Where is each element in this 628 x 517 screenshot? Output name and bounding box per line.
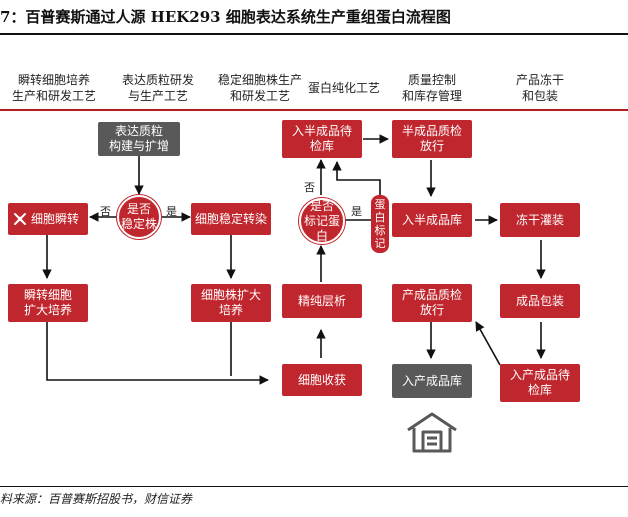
column-header-transient: 瞬转细胞培养 生产和研发工艺: [11, 73, 96, 103]
warehouse-icon: [407, 412, 457, 453]
figure-title: 7：百普赛斯通过人源 HEK293 细胞表达系统生产重组蛋白流程图: [0, 8, 451, 26]
node-lyo: 冻干灌装: [500, 203, 580, 237]
column-header-plasmid: 表达质粒研发 与生产工艺: [121, 73, 194, 103]
header-divider: [0, 109, 628, 111]
node-stable-decision: 是否 稳定株: [117, 195, 161, 239]
node-final-store-label: 入产成品库: [401, 373, 462, 388]
node-plasmid: 表达质粒 构建与扩增: [98, 122, 180, 156]
arrow-tag-to-wait: [332, 161, 381, 195]
node-transient-expand: 瞬转细胞 扩大培养: [8, 284, 88, 322]
node-plasmid-label: 表达质粒 构建与扩增: [108, 124, 169, 153]
node-final-qc-label: 产成品质检 放行: [401, 288, 462, 317]
node-pack-label: 成品包装: [515, 293, 564, 308]
column-header-packaging: 产品冻干 和包装: [515, 73, 564, 103]
arrow-wait-to-finalqc: [475, 321, 501, 366]
node-tag-decision: 是否 标记蛋白: [299, 198, 345, 244]
edge-label-no-left: 否: [100, 205, 111, 218]
node-lyo-label: 冻干灌装: [515, 212, 564, 227]
node-tag-label: 蛋 白 标 记: [371, 195, 389, 253]
node-final-wait: 入产成品待 检库: [500, 364, 580, 402]
column-header-qc: 质量控制 和库存管理: [401, 73, 462, 103]
arrow-transient-harvest: [46, 322, 269, 385]
node-tag-label-text: 蛋 白 标 记: [374, 198, 386, 250]
node-harvest-label: 细胞收获: [297, 372, 346, 387]
node-stable-transfect-label: 细胞稳定转染: [194, 211, 267, 226]
bottom-rule: [0, 486, 628, 487]
node-transient: 细胞瞬转: [8, 203, 88, 235]
column-header-stable: 稳定细胞株生产 和研发工艺: [217, 73, 302, 103]
node-purify: 精纯层析: [282, 284, 362, 318]
node-line-expand-label: 细胞株扩大 培养: [200, 288, 261, 317]
edge-label-yes-left: 是: [166, 205, 177, 218]
edge-label-yes-purify: 是: [351, 205, 362, 218]
node-pack: 成品包装: [500, 284, 580, 318]
source-note: 料来源：百普赛斯招股书，财信证券: [0, 492, 193, 506]
node-final-qc: 产成品质检 放行: [392, 284, 472, 322]
edge-label-no-purify: 否: [304, 181, 315, 194]
node-stable-decision-label: 是否 稳定株: [120, 202, 157, 231]
node-line-expand: 细胞株扩大 培养: [191, 284, 271, 322]
node-semi-qc: 半成品质检 放行: [392, 120, 472, 158]
node-transient-expand-label: 瞬转细胞 扩大培养: [23, 288, 72, 317]
node-semi-wait-label: 入半成品待 检库: [291, 124, 352, 153]
column-header-purification: 蛋白纯化工艺: [307, 81, 380, 95]
node-semi-qc-label: 半成品质检 放行: [401, 124, 462, 153]
node-semi-store-label: 入半成品库: [401, 212, 462, 227]
node-final-store: 入产成品库: [392, 364, 472, 398]
node-semi-store: 入半成品库: [392, 203, 472, 237]
node-purify-label: 精纯层析: [297, 293, 346, 308]
top-rule: [0, 33, 628, 35]
node-transient-label: 细胞瞬转: [31, 211, 80, 226]
transfection-icon: [14, 213, 26, 225]
node-harvest: 细胞收获: [282, 364, 362, 396]
node-stable-transfect: 细胞稳定转染: [191, 203, 271, 235]
node-final-wait-label: 入产成品待 检库: [509, 368, 570, 397]
node-semi-wait: 入半成品待 检库: [282, 120, 362, 158]
node-tag-decision-label: 是否 标记蛋白: [303, 198, 340, 243]
